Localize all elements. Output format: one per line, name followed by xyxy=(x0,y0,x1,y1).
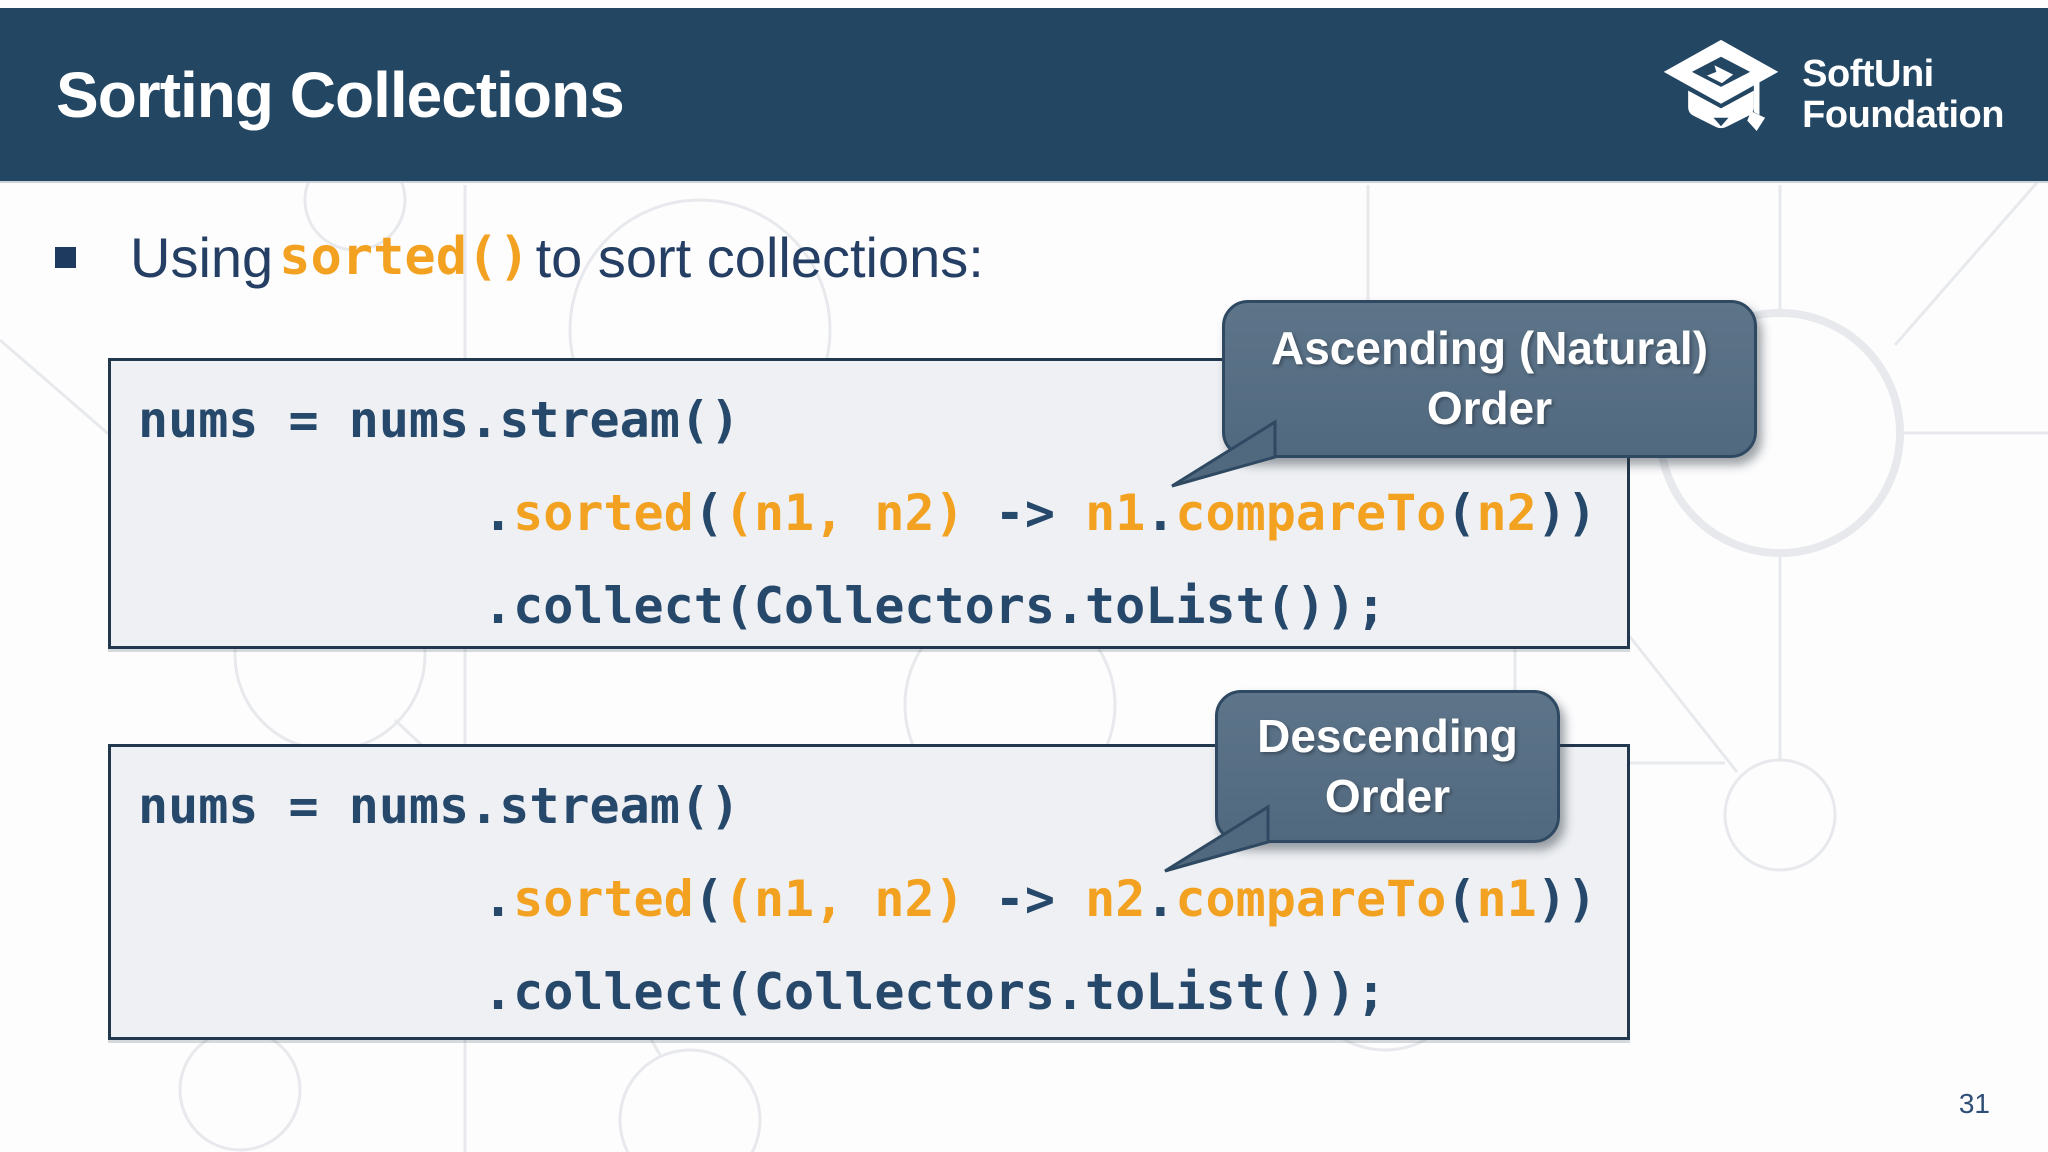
code-line: .collect(Collectors.toList()); xyxy=(111,945,1627,1038)
page-title: Sorting Collections xyxy=(56,58,625,131)
softuni-logo: SoftUni Foundation xyxy=(1660,38,2004,151)
code-token: ( xyxy=(1446,869,1477,928)
code-block-descending: nums = nums.stream().sorted((n1, n2) -> … xyxy=(108,744,1630,1040)
logo-text-line1: SoftUni xyxy=(1802,53,1934,96)
code-line: .collect(Collectors.toList()); xyxy=(111,559,1627,652)
callout-tail-icon xyxy=(1164,804,1270,873)
code-token: ( xyxy=(693,483,724,542)
callout-ascending: Ascending (Natural) Order xyxy=(1171,300,1757,488)
code-token: . xyxy=(483,869,514,928)
code-token-accent: n2 xyxy=(1085,869,1146,928)
code-token: )) xyxy=(1536,869,1597,928)
code-token: ( xyxy=(1446,483,1477,542)
code-token: ( xyxy=(693,869,724,928)
code-token: .collect(Collectors.toList()); xyxy=(483,962,1387,1021)
bullet-marker xyxy=(55,246,76,268)
callout-descending-label: Descending Order xyxy=(1257,709,1518,822)
code-token-accent: sorted xyxy=(513,869,694,928)
code-token: . xyxy=(1145,869,1176,928)
callout-ascending-label: Ascending (Natural) Order xyxy=(1270,322,1709,434)
code-token: . xyxy=(483,483,514,542)
code-token-accent: sorted xyxy=(513,483,694,542)
code-token: .collect(Collectors.toList()); xyxy=(483,576,1387,635)
code-token: -> xyxy=(964,483,1086,542)
code-token-accent: n1 xyxy=(1085,483,1146,542)
code-token-accent: n2 xyxy=(1476,483,1537,542)
callout-tail-icon xyxy=(1171,419,1277,488)
code-token-accent: (n1, n2) xyxy=(723,483,965,542)
code-line: nums = nums.stream() xyxy=(111,373,1627,466)
code-line: .sorted((n1, n2) -> n1.compareTo(n2)) xyxy=(111,466,1627,559)
code-token: nums = nums.stream() xyxy=(138,390,741,449)
callout-descending: Descending Order xyxy=(1164,690,1560,873)
code-token: -> xyxy=(964,869,1086,928)
code-line: nums = nums.stream() xyxy=(111,759,1627,852)
code-line: .sorted((n1, n2) -> n2.compareTo(n1)) xyxy=(111,852,1627,945)
bullet-text-prefix: Using xyxy=(130,225,274,289)
graduation-cap-icon xyxy=(1660,38,1782,151)
logo-text-line2: Foundation xyxy=(1802,93,2004,136)
logo-text: SoftUni Foundation xyxy=(1802,54,2004,135)
bullet-line: Using sorted() to sort collections: xyxy=(55,212,1855,302)
code-token-accent: n1 xyxy=(1476,869,1537,928)
code-token: nums = nums.stream() xyxy=(138,776,741,835)
bullet-text-suffix: to sort collections: xyxy=(535,225,984,289)
code-token: )) xyxy=(1536,483,1597,542)
code-token-accent: compareTo xyxy=(1175,869,1447,928)
bullet-code-highlight: sorted() xyxy=(279,227,530,287)
header-bar: Sorting Collections SoftUni Foundation xyxy=(0,8,2048,183)
page-number: 31 xyxy=(1958,1088,1990,1119)
code-token-accent: compareTo xyxy=(1175,483,1447,542)
code-token: . xyxy=(1145,483,1176,542)
code-token-accent: (n1, n2) xyxy=(723,869,965,928)
